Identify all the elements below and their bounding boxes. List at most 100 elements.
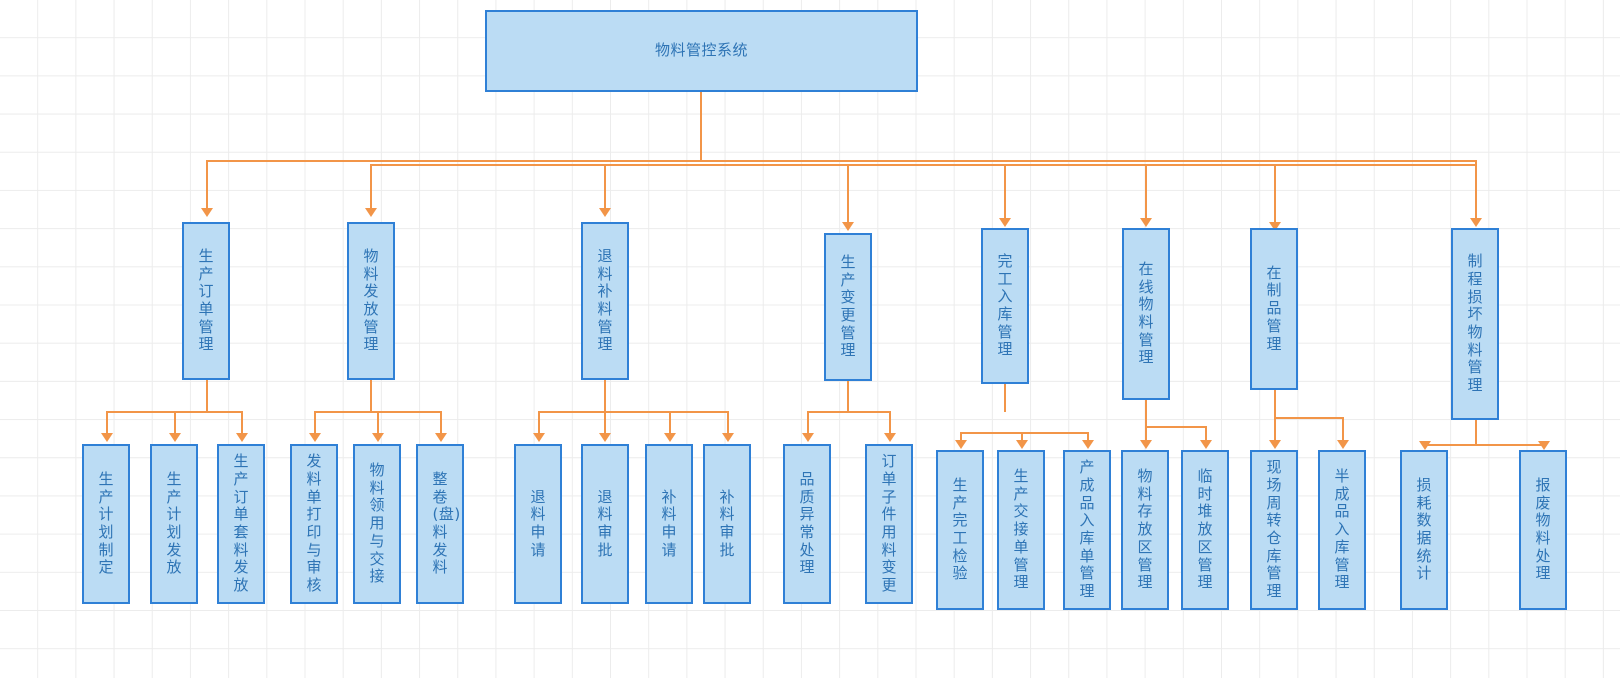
arrowhead-n7	[1269, 222, 1281, 231]
node-n4-label: 生产变更管理	[840, 252, 857, 360]
node-n5[interactable]: 完工入库管理	[981, 228, 1029, 384]
connector-drop-n1	[206, 160, 208, 212]
connector-n3-c10	[727, 411, 729, 437]
connector-main-bus	[206, 160, 1476, 162]
node-n6-label: 在线物料管理	[1138, 259, 1155, 367]
arrowhead-c10	[722, 433, 734, 442]
connector-n1-c1	[106, 411, 108, 437]
node-c19[interactable]: 半成品入库管理	[1318, 450, 1366, 610]
node-c8[interactable]: 退料审批	[581, 444, 629, 604]
node-n2[interactable]: 物料发放管理	[347, 222, 395, 380]
connector-n3-c9	[669, 411, 671, 437]
node-c14[interactable]: 生产交接单管理	[997, 450, 1045, 610]
arrowhead-n3	[599, 208, 611, 217]
node-c20-label: 损耗数据统计	[1416, 475, 1433, 583]
node-root-label: 物料管控系统	[654, 41, 748, 60]
connector-n6-c16	[1145, 426, 1147, 444]
connector-n3-bus	[538, 411, 728, 413]
node-c3[interactable]: 生产订单套料发放	[217, 444, 265, 604]
node-n7[interactable]: 在制品管理	[1250, 228, 1298, 390]
connector-n1-c3	[241, 411, 243, 437]
node-c17-label: 临时堆放区管理	[1197, 467, 1214, 592]
connector-n2-c5	[377, 411, 379, 437]
connector-drop-n7	[1274, 164, 1276, 226]
arrowhead-c11	[802, 433, 814, 442]
node-c17[interactable]: 临时堆放区管理	[1181, 450, 1229, 610]
connector-main-bus-2	[370, 164, 1475, 166]
node-c1-label: 生产计划制定	[98, 469, 115, 577]
node-c15-label: 产成品入库单管理	[1079, 458, 1096, 601]
node-c1[interactable]: 生产计划制定	[82, 444, 130, 604]
node-c8-label: 退料审批	[597, 487, 614, 559]
connector-n3-c8	[604, 411, 606, 437]
node-n8[interactable]: 制程损坏物料管理	[1451, 228, 1499, 420]
node-c19-label: 半成品入库管理	[1334, 467, 1351, 592]
arrowhead-c21	[1538, 441, 1550, 450]
node-c11[interactable]: 品质异常处理	[783, 444, 831, 604]
connector-n6-c17	[1205, 426, 1207, 444]
connector-n7-bus	[1274, 417, 1344, 419]
arrowhead-n2	[365, 208, 377, 217]
arrowhead-c3	[236, 433, 248, 442]
node-c6[interactable]: 整卷(盘)料发料	[416, 444, 464, 604]
connector-n5-c14	[1021, 432, 1023, 444]
node-n3[interactable]: 退料补料管理	[581, 222, 629, 380]
node-n8-label: 制程损坏物料管理	[1467, 252, 1484, 395]
connector-drop-n3	[604, 164, 606, 212]
node-c6-label: 整卷(盘)料发料	[432, 469, 461, 577]
node-c9[interactable]: 补料申请	[645, 444, 693, 604]
connector-n2-c6	[440, 411, 442, 437]
node-c9-label: 补料申请	[661, 487, 678, 559]
node-c7[interactable]: 退料申请	[514, 444, 562, 604]
node-c20[interactable]: 损耗数据统计	[1400, 450, 1448, 610]
arrowhead-c8	[599, 433, 611, 442]
connector-root-stem	[700, 92, 702, 162]
connector-n5-c13	[960, 432, 962, 444]
node-c21[interactable]: 报废物料处理	[1519, 450, 1567, 610]
connector-n8-stem	[1475, 418, 1477, 446]
node-n7-label: 在制品管理	[1266, 263, 1283, 353]
connector-drop-n4	[847, 164, 849, 226]
connector-n7-c19	[1342, 417, 1344, 444]
arrowhead-c5	[372, 433, 384, 442]
node-n1[interactable]: 生产订单管理	[182, 222, 230, 380]
node-c4[interactable]: 发料单打印与审核	[290, 444, 338, 604]
arrowhead-c2	[169, 433, 181, 442]
arrowhead-n1	[201, 208, 213, 217]
node-c10[interactable]: 补料审批	[703, 444, 751, 604]
node-c2[interactable]: 生产计划发放	[150, 444, 198, 604]
node-c3-label: 生产订单套料发放	[233, 452, 250, 595]
arrowhead-n4	[842, 222, 854, 231]
connector-n4-stem	[847, 380, 849, 412]
connector-drop-n6	[1145, 164, 1147, 222]
arrowhead-c1	[101, 433, 113, 442]
connector-n1-c2	[174, 411, 176, 437]
node-n6[interactable]: 在线物料管理	[1122, 228, 1170, 400]
arrowhead-c19	[1337, 440, 1349, 449]
node-c13-label: 生产完工检验	[952, 475, 969, 583]
node-c18[interactable]: 现场周转仓库管理	[1250, 450, 1298, 610]
node-c14-label: 生产交接单管理	[1013, 467, 1030, 592]
node-n4[interactable]: 生产变更管理	[824, 233, 872, 381]
connector-drop-n2	[370, 164, 372, 212]
connector-n1-stem	[206, 380, 208, 412]
node-c13[interactable]: 生产完工检验	[936, 450, 984, 610]
connector-drop-n8	[1475, 160, 1477, 222]
node-n1-label: 生产订单管理	[198, 246, 215, 354]
node-c12-label: 订单子件用料变更	[881, 452, 898, 595]
node-root[interactable]: 物料管控系统	[485, 10, 918, 92]
connector-n8-bus	[1424, 444, 1544, 446]
node-c5[interactable]: 物料领用与交接	[353, 444, 401, 604]
arrowhead-c14	[1016, 440, 1028, 449]
node-n5-label: 完工入库管理	[997, 251, 1014, 359]
node-c12[interactable]: 订单子件用料变更	[865, 444, 913, 604]
node-c10-label: 补料审批	[719, 487, 736, 559]
node-c15[interactable]: 产成品入库单管理	[1063, 450, 1111, 610]
connector-n6-stem	[1145, 398, 1147, 428]
node-c21-label: 报废物料处理	[1535, 475, 1552, 583]
arrowhead-c13	[955, 440, 967, 449]
connector-n5-bus	[960, 432, 1088, 434]
node-c16[interactable]: 物料存放区管理	[1121, 450, 1169, 610]
connector-drop-n5	[1004, 164, 1006, 222]
